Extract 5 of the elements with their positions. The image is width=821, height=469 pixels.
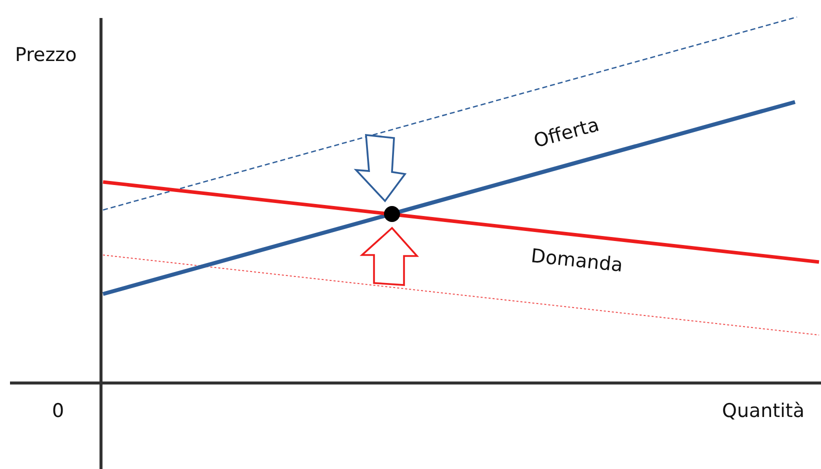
tick-label: 0: [52, 402, 64, 421]
curve-label: Offerta: [532, 116, 602, 152]
axis-label: Quantità: [722, 402, 805, 421]
axis-label: Prezzo: [15, 46, 77, 65]
curve-label: Domanda: [530, 247, 624, 276]
